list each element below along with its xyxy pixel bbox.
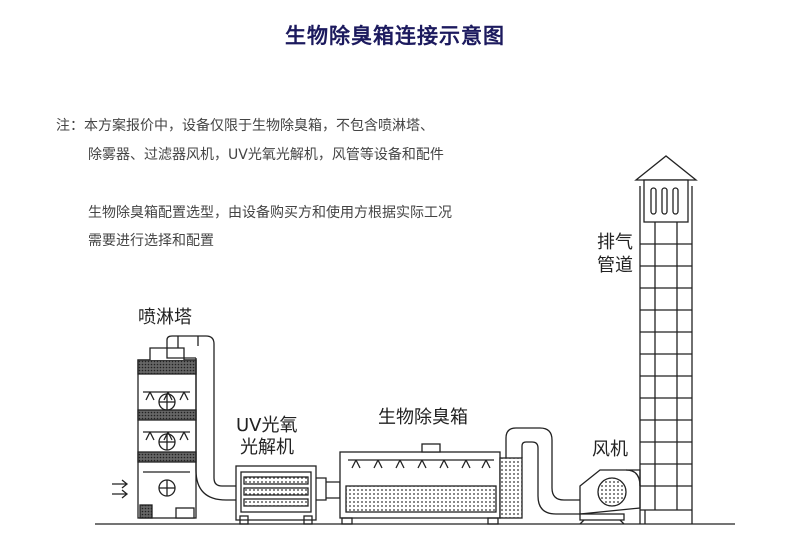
note-line-1: 注：本方案报价中，设备仅限于生物除臭箱，不包含喷淋塔、 [56, 118, 434, 134]
duct-bio-to-fan [505, 427, 580, 515]
spray-tower [112, 347, 197, 519]
fan-label: 风机 [592, 439, 628, 460]
uv-photolysis-unit [235, 465, 317, 525]
spray-tower-label: 喷淋塔 [138, 307, 192, 328]
note-line-2: 除雾器、过滤器风机，UV光氧光解机，风管等设备和配件 [88, 147, 444, 163]
uv-label-line1: UV光氧 [236, 415, 298, 436]
page-title: 生物除臭箱连接示意图 [285, 24, 505, 48]
uv-label-line2: 光解机 [240, 437, 294, 458]
bio-deodorization-box [339, 443, 523, 525]
duct-tower-to-uv [166, 335, 236, 501]
exhaust-stack [634, 155, 698, 524]
note-line-3: 生物除臭箱配置选型，由设备购买方和使用方根据实际工况 [88, 205, 452, 221]
exhaust-label-line1: 排气 [597, 232, 633, 253]
note-line-4: 需要进行选择和配置 [88, 233, 214, 249]
duct-uv-to-bio [316, 477, 327, 501]
exhaust-label-line2: 管道 [597, 255, 633, 276]
fan [579, 469, 641, 525]
bio-box-label: 生物除臭箱 [378, 407, 468, 428]
